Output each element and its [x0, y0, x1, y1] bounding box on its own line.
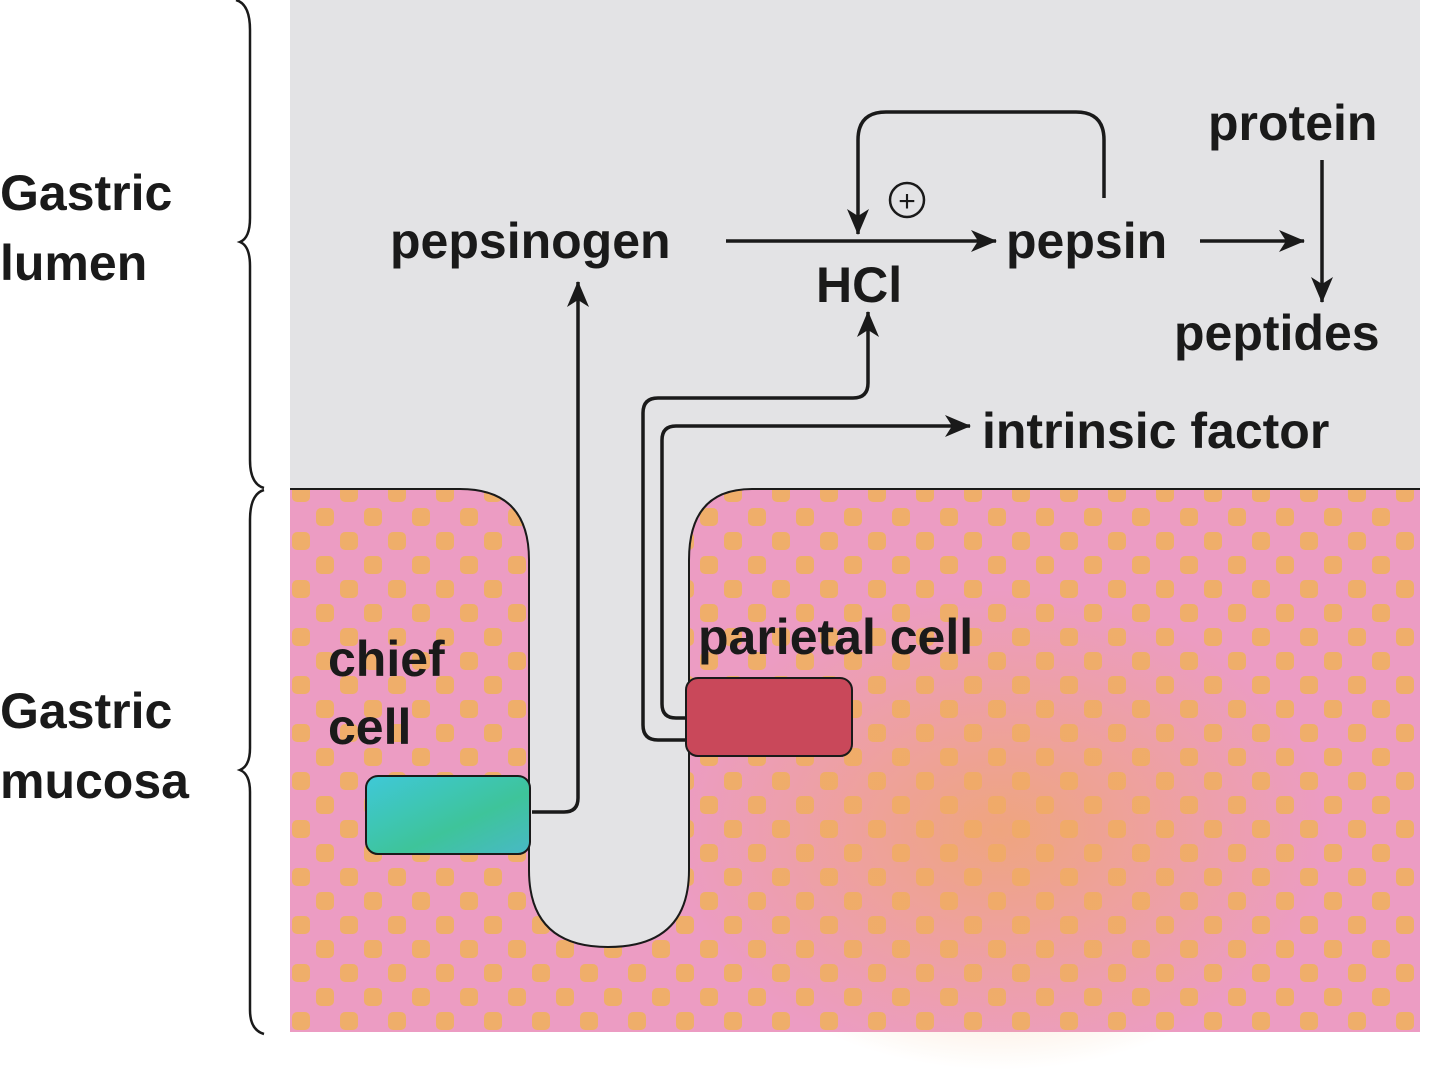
pepsinogen-label: pepsinogen [390, 213, 671, 269]
pepsin-autocatalysis-arrow [847, 110, 1106, 235]
chief-cell-label-line1: chief [328, 631, 445, 687]
parietal-cell-shape [685, 677, 853, 757]
parietal-cell-label: parietal cell [698, 609, 973, 665]
lumen-region [290, 0, 1420, 488]
mucosa-brace [236, 488, 265, 1036]
pepsin-label: pepsin [1006, 213, 1167, 269]
pepsinogen-secretion-arrow [532, 281, 589, 814]
hcl-label: HCl [816, 257, 902, 313]
lumen-label-line2: lumen [0, 235, 147, 291]
lumen-brace [235, 0, 265, 490]
intrinsic-factor-label: intrinsic factor [982, 403, 1329, 459]
hcl-secretion-arrow [641, 311, 879, 742]
chief-cell-shape [365, 775, 531, 855]
gastric-pit-interior [290, 480, 1420, 946]
peptides-label: peptides [1174, 305, 1380, 361]
activation-symbol: + [898, 185, 916, 218]
chief-cell-label-line2: cell [328, 699, 411, 755]
mucosa-label-line1: Gastric [0, 683, 172, 739]
activation-circle [888, 181, 926, 219]
lumen-label-line1: Gastric [0, 165, 172, 221]
mucosa-label-line2: mucosa [0, 753, 190, 809]
intrinsic-factor-secretion-arrow [660, 415, 971, 720]
protein-label: protein [1208, 95, 1377, 151]
